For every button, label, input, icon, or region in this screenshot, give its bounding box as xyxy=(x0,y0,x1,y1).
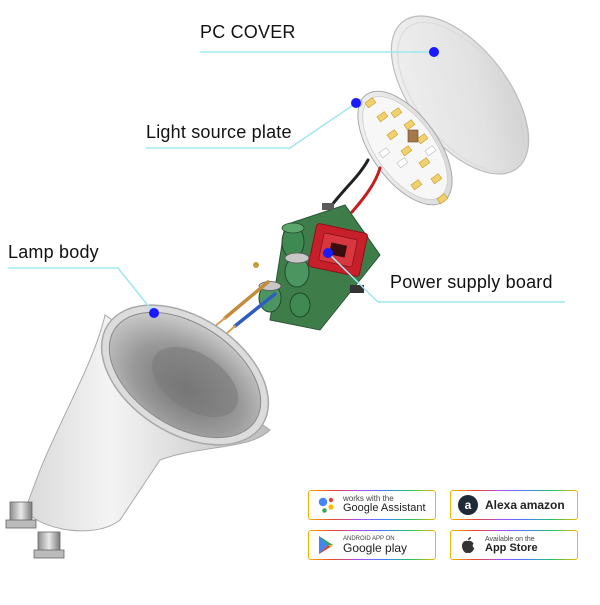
power-supply-board-label: Power supply board xyxy=(390,272,553,292)
lamp-body-label: Lamp body xyxy=(8,242,99,262)
google-play-icon xyxy=(315,534,337,556)
lamp-body xyxy=(5,304,271,559)
light-source-plate-label: Light source plate xyxy=(146,122,292,142)
power-board-dot xyxy=(323,248,333,258)
gu10-pins xyxy=(5,501,65,559)
google-assistant-line1: works with the xyxy=(343,494,394,504)
alexa-badge[interactable]: a Alexa amazon xyxy=(450,490,578,520)
google-play-line2: Google play xyxy=(343,540,408,555)
google-assistant-badge[interactable]: works with the Google Assistant xyxy=(308,490,436,520)
pc-cover-label: PC COVER xyxy=(200,22,296,42)
app-store-badge[interactable]: Available on the App Store xyxy=(450,530,578,560)
svg-text:a: a xyxy=(465,498,472,512)
google-assistant-icon xyxy=(315,494,337,516)
alexa-line1: Alexa xyxy=(485,498,518,512)
power-supply-board xyxy=(253,203,381,331)
plate-wires xyxy=(330,158,382,214)
google-play-badge[interactable]: ANDROID APP ON Google play xyxy=(308,530,436,560)
light-plate-dot xyxy=(351,98,361,108)
alexa-line2: amazon xyxy=(520,498,565,512)
marker-dots xyxy=(149,47,439,318)
app-store-line1: Available on the xyxy=(485,535,535,543)
power-board-leader xyxy=(327,252,565,303)
light-source-plate xyxy=(353,90,453,206)
lamp-body-dot xyxy=(149,308,159,318)
google-assistant-line2: Google Assistant xyxy=(343,502,426,515)
capacitors xyxy=(258,222,311,318)
leader-lines xyxy=(8,51,565,314)
alexa-icon: a xyxy=(457,494,479,516)
app-store-line2: App Store xyxy=(485,541,538,554)
google-play-line1: ANDROID APP ON xyxy=(343,535,395,542)
lamp-body-leader xyxy=(8,267,155,314)
light-plate-leader xyxy=(146,102,357,149)
pc-cover-dot xyxy=(429,47,439,57)
led-chips xyxy=(364,97,449,205)
apple-icon xyxy=(457,534,479,556)
